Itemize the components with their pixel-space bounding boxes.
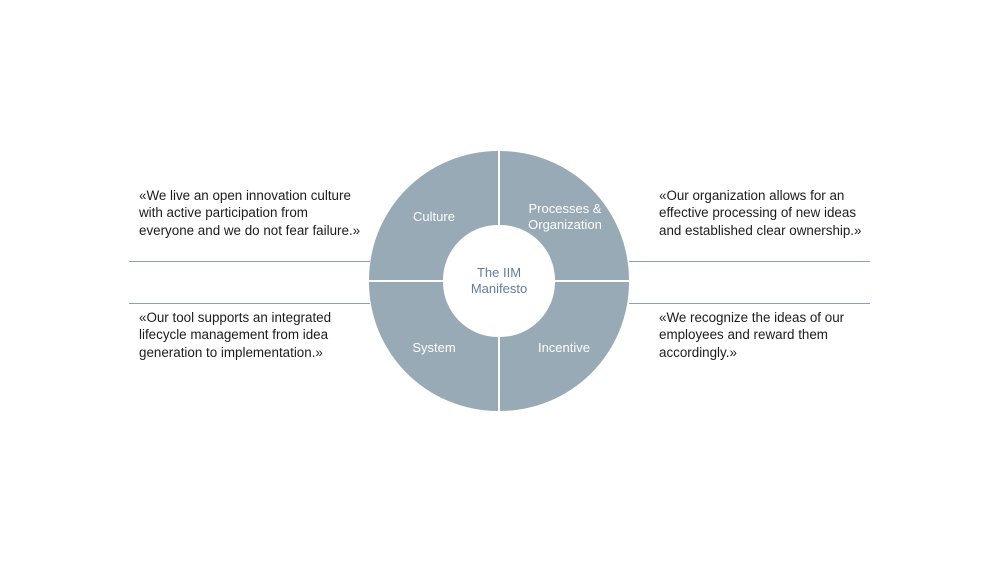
divider-processes <box>629 261 870 262</box>
divider-culture <box>129 261 370 262</box>
divider-system <box>129 303 370 304</box>
quote-system: «Our tool supports an integrated lifecyc… <box>139 310 332 360</box>
divider-incentive <box>629 303 870 304</box>
segment-label-system: System <box>412 340 455 355</box>
segment-culture <box>369 151 498 280</box>
segment-label-processes-line2: Organization <box>528 217 602 232</box>
center-label-line2: Manifesto <box>471 281 527 296</box>
segment-processes-organization <box>500 151 629 280</box>
segment-label-processes-line1: Processes & <box>529 201 602 216</box>
segment-label-incentive: Incentive <box>538 340 590 355</box>
segment-system <box>369 282 498 411</box>
segment-label-culture: Culture <box>413 209 455 224</box>
segment-incentive <box>500 282 629 411</box>
quote-incentive: «We recognize the ideas of our employees… <box>659 310 845 360</box>
center-label-line1: The IIM <box>477 265 521 280</box>
quote-culture: «We live an open innovation culture with… <box>139 188 361 238</box>
quote-processes: «Our organization allows for an effectiv… <box>659 188 862 238</box>
